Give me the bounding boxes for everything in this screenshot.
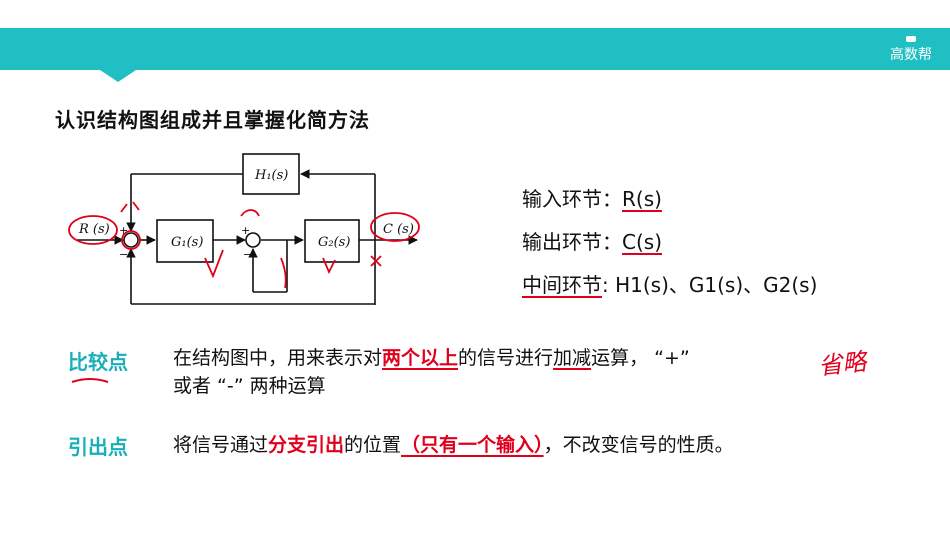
brand-logo: 高数帮 [890, 36, 932, 64]
page-title: 认识结构图组成并且掌握化简方法 [55, 108, 370, 132]
pickoff-term: 引出点 [68, 435, 128, 459]
pickoff-description: 将信号通过分支引出的位置（只有一个输入），不改变信号的性质。 [173, 434, 734, 456]
input-link-value: R(s) [622, 187, 662, 211]
block-diagram: R (s) C (s) G₁(s) G₂(s) H₁(s) + − − + [68, 153, 420, 305]
highlight-one-input: （只有一个输入） [401, 434, 544, 456]
comparison-underline [71, 378, 109, 383]
middle-link-value: : H1(s)、G1(s)、G2(s) [602, 273, 818, 297]
input-link-label: 输入环节： [522, 187, 622, 211]
block-h1: H₁(s) [254, 168, 288, 183]
input-label: R (s) [78, 222, 110, 237]
comparison-line-1: 在结构图中，用来表示对两个以上的信号进行加减运算， “+” [173, 347, 690, 369]
output-label: C (s) [383, 222, 414, 237]
output-link-value: C(s) [622, 230, 662, 254]
brand-icon [906, 36, 916, 42]
sign-plus-2: + [241, 224, 250, 237]
comparison-description: 在结构图中，用来表示对两个以上的信号进行加减运算， “+” 或者 “-” 两种运… [173, 344, 690, 400]
header-bar [0, 28, 950, 70]
output-link-label: 输出环节： [522, 230, 622, 254]
comparison-line-2: 或者 “-” 两种运算 [173, 375, 326, 397]
middle-link-label: 中间环节 [522, 273, 602, 297]
block-g2: G₂(s) [318, 235, 350, 250]
sign-minus-2: − [243, 248, 252, 261]
block-g1: G₁(s) [171, 235, 203, 250]
handwritten-annotations [68, 201, 420, 289]
header-notch [100, 70, 136, 82]
input-link: 输入环节：R(s) [522, 178, 817, 221]
middle-link: 中间环节: H1(s)、G1(s)、G2(s) [522, 264, 817, 307]
highlight-branch: 分支引出 [268, 434, 345, 456]
output-link: 输出环节：C(s) [522, 221, 817, 264]
link-list: 输入环节：R(s) 输出环节：C(s) 中间环节: H1(s)、G1(s)、G2… [522, 178, 817, 307]
sign-minus-1: − [119, 248, 128, 261]
highlight-add-subtract: 加减 [553, 347, 592, 369]
brand-name: 高数帮 [890, 47, 932, 63]
sign-plus-1: + [119, 224, 128, 237]
comparison-term: 比较点 [68, 350, 128, 374]
handwritten-note: 省略 [816, 347, 868, 381]
highlight-two-or-more: 两个以上 [382, 347, 459, 369]
